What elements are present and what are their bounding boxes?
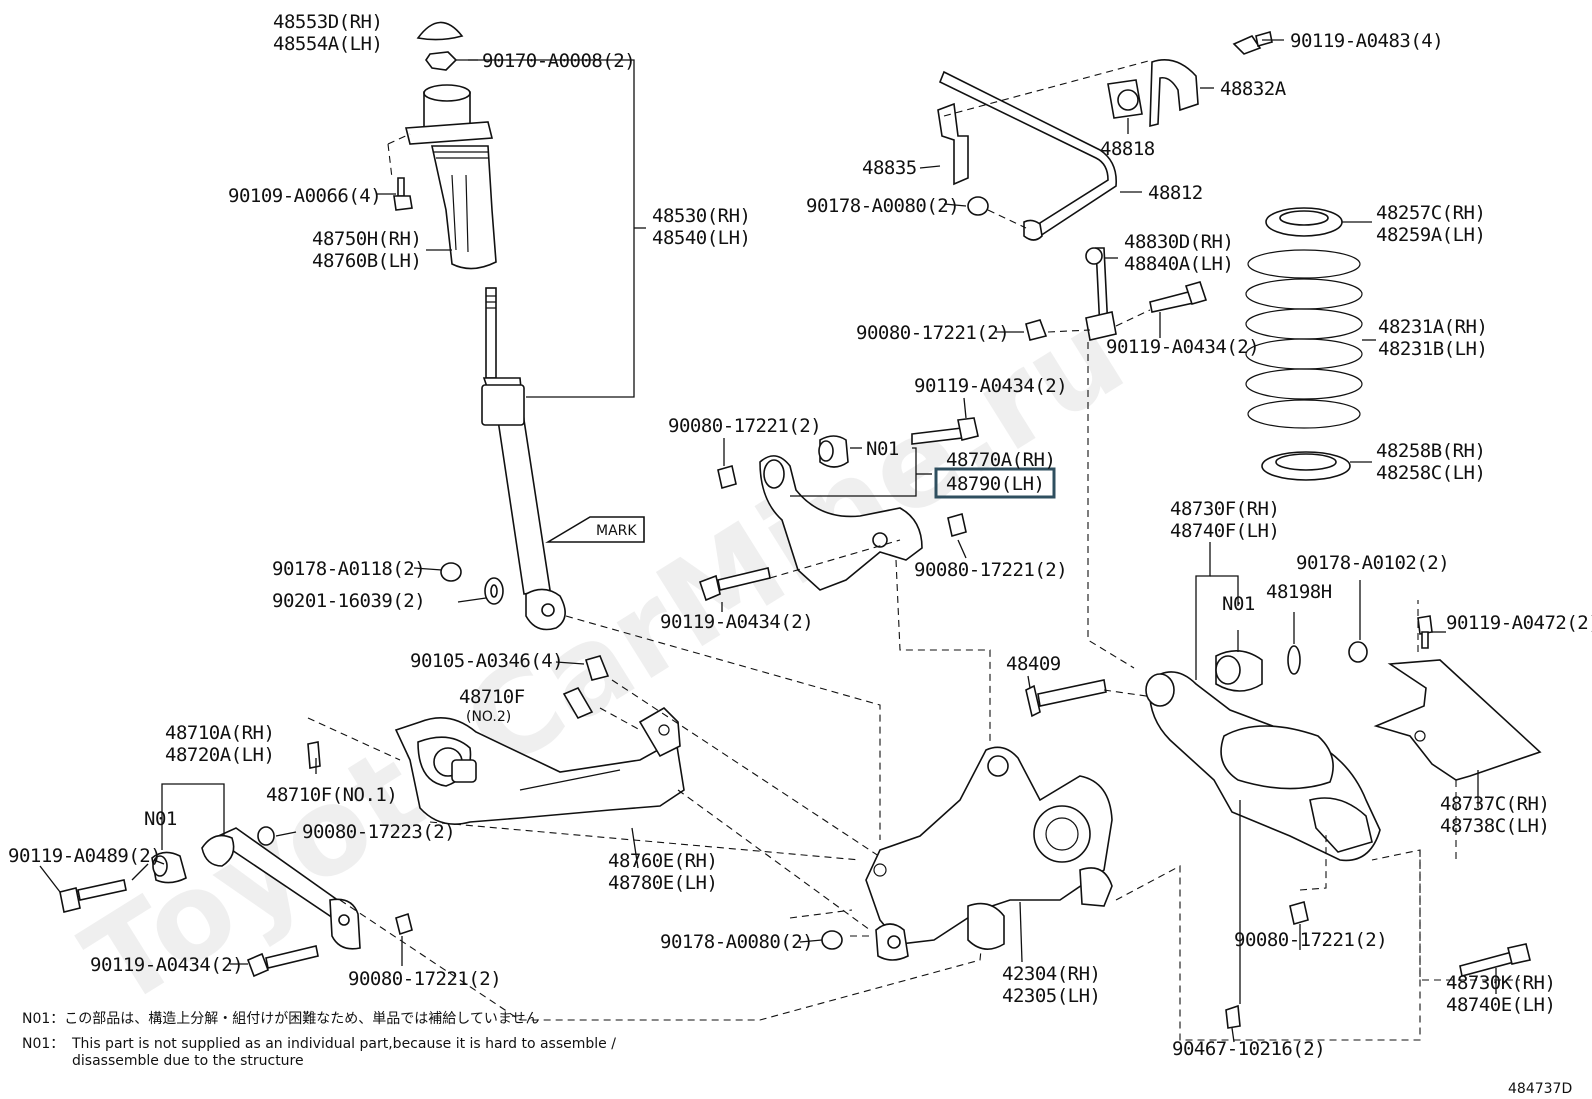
- label-48257C: 48257C(RH): [1376, 202, 1485, 224]
- label-48730K: 48730K(RH): [1446, 972, 1555, 994]
- label-48737C: 48737C(RH): [1440, 793, 1549, 815]
- label-n01-right: N01: [1222, 593, 1255, 615]
- label-90119-A0483: 90119-A0483(4): [1290, 30, 1443, 52]
- label-90109-A0066: 90109-A0066(4): [228, 185, 381, 207]
- stabilizer-bar-assembly: [937, 30, 1273, 341]
- label-90105-A0346: 90105-A0346(4): [410, 650, 563, 672]
- leader-lines-upper-arm: [721, 397, 1056, 744]
- label-90119-A0434-bottom-left: 90119-A0434(2): [90, 954, 243, 976]
- label-90119-A0489: 90119-A0489(2): [8, 845, 161, 867]
- label-48750H: 48750H(RH): [312, 228, 421, 250]
- footnotes: N01：この部品は、構造上分解・組付けが困難なため、単品では補給していません N…: [22, 1011, 1572, 1097]
- label-90119-A0472: 90119-A0472(2): [1446, 612, 1592, 634]
- leader-lines-knuckle: [789, 675, 1161, 963]
- note-english-prefix: N01：: [22, 1036, 64, 1052]
- label-48840A: 48840A(LH): [1124, 253, 1233, 275]
- rear-lower-arm-assembly: [1145, 615, 1542, 1029]
- label-48760B: 48760B(LH): [312, 250, 421, 272]
- label-48790: 48790(LH): [946, 473, 1044, 495]
- note-english-line2: disassemble due to the structure: [72, 1053, 304, 1069]
- upper-arm-assembly: [698, 417, 979, 602]
- label-90080-17221-bottom-left: 90080-17221(2): [348, 968, 501, 990]
- label-90080-17221-bottom-right: 90080-17221(2): [1234, 929, 1387, 951]
- label-90080-17223: 90080-17223(2): [302, 821, 455, 843]
- label-90178-A0080-top: 90178-A0080(2): [806, 195, 959, 217]
- label-48710A: 48710A(RH): [165, 722, 274, 744]
- label-42304: 42304(RH): [1002, 963, 1100, 985]
- label-48259A: 48259A(LH): [1376, 224, 1485, 246]
- label-48258C: 48258C(LH): [1376, 462, 1485, 484]
- part-labels: 48553D(RH) 48554A(LH) 90170-A0008(2) 901…: [8, 11, 1592, 1060]
- label-90201-16039: 90201-16039(2): [272, 590, 425, 612]
- label-no2: (NO.2): [466, 709, 511, 725]
- label-90170-A0008: 90170-A0008(2): [482, 50, 635, 72]
- label-90119-A0434-mid: 90119-A0434(2): [1106, 336, 1259, 358]
- label-48835: 48835: [862, 157, 917, 179]
- label-48812: 48812: [1148, 182, 1203, 204]
- label-48554A: 48554A(LH): [273, 33, 382, 55]
- coil-spring-assembly: [1245, 207, 1363, 481]
- label-48760E: 48760E(RH): [608, 850, 717, 872]
- label-48409: 48409: [1006, 653, 1061, 675]
- leader-lines-shock: [376, 59, 646, 603]
- label-90178-A0118: 90178-A0118(2): [272, 558, 425, 580]
- note-english-line1: This part is not supplied as an individu…: [71, 1036, 616, 1052]
- leader-lines-spring: [1342, 221, 1376, 463]
- label-48540: 48540(LH): [652, 227, 750, 249]
- label-48258B: 48258B(RH): [1376, 440, 1485, 462]
- label-48780E: 48780E(LH): [608, 872, 717, 894]
- label-90178-A0080-bottom: 90178-A0080(2): [660, 931, 813, 953]
- label-48231A: 48231A(RH): [1378, 316, 1487, 338]
- label-n01-center: N01: [866, 438, 899, 460]
- label-48198H: 48198H: [1266, 581, 1332, 603]
- label-48770A: 48770A(RH): [946, 449, 1055, 471]
- label-48738C: 48738C(LH): [1440, 815, 1549, 837]
- label-n01-left: N01: [144, 808, 177, 830]
- label-42305: 42305(LH): [1002, 985, 1100, 1007]
- leader-lines-stabilizer: [919, 39, 1284, 669]
- label-90080-17221-mid: 90080-17221(2): [856, 322, 1009, 344]
- label-48710F-no1: 48710F(NO.1): [266, 784, 397, 806]
- label-90080-17221-center: 90080-17221(2): [668, 415, 821, 437]
- label-mark: MARK: [596, 523, 637, 539]
- note-japanese: N01：この部品は、構造上分解・組付けが困難なため、単品では補給していません: [22, 1011, 539, 1027]
- label-48818: 48818: [1100, 138, 1155, 160]
- highlight-box: [934, 467, 1056, 499]
- label-48830D: 48830D(RH): [1124, 231, 1233, 253]
- label-48231B: 48231B(LH): [1378, 338, 1487, 360]
- shock-absorber-assembly: [393, 21, 566, 631]
- label-48553D: 48553D(RH): [273, 11, 382, 33]
- label-48740F: 48740F(LH): [1170, 520, 1279, 542]
- label-48530: 48530(RH): [652, 205, 750, 227]
- label-90119-A0434-center: 90119-A0434(2): [914, 375, 1067, 397]
- label-48730F: 48730F(RH): [1170, 498, 1279, 520]
- label-90467-10216: 90467-10216(2): [1172, 1038, 1325, 1060]
- label-90178-A0102: 90178-A0102(2): [1296, 552, 1449, 574]
- knuckle-assembly: [821, 679, 1113, 961]
- label-90119-A0434-center-2: 90119-A0434(2): [660, 611, 813, 633]
- leader-lines-lower-arm: [39, 615, 991, 1021]
- label-48832A: 48832A: [1220, 78, 1287, 100]
- label-48740E: 48740E(LH): [1446, 994, 1555, 1016]
- leader-lines-rear-lower-arm: [1115, 542, 1520, 1043]
- lower-arm-assembly: [59, 655, 685, 978]
- label-48720A: 48720A(LH): [165, 744, 274, 766]
- label-48710F-no2: 48710F: [459, 686, 525, 708]
- diagram-id: 484737D: [1508, 1081, 1572, 1097]
- label-90080-17221-center-2: 90080-17221(2): [914, 559, 1067, 581]
